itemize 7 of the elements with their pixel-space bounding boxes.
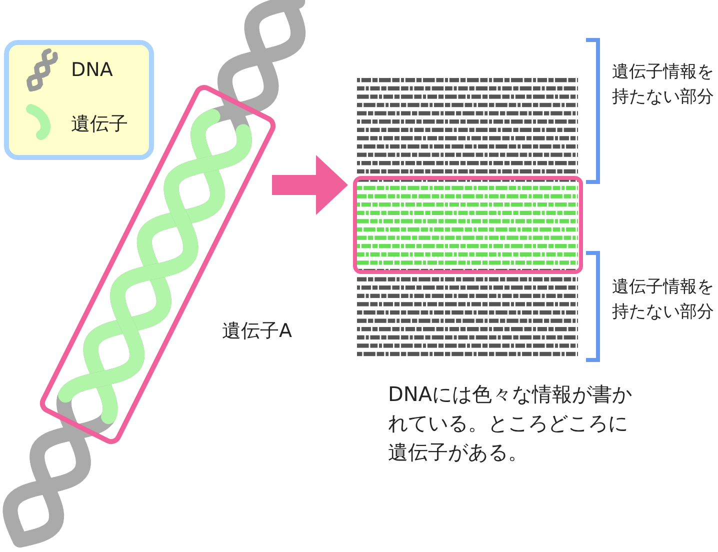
legend-label: 遺伝子 [71, 112, 128, 137]
caption-text: DNAには色々な情報が書かれている。ところどころに遺伝子がある。 [388, 381, 634, 466]
annotation-text: 遺伝子情報を持たない部分 [612, 276, 715, 324]
legend-label: DNA [71, 59, 113, 81]
gene-label: 遺伝子A [222, 319, 292, 344]
annotation-text: 遺伝子情報を持たない部分 [612, 61, 715, 109]
block-arrow [272, 155, 348, 215]
